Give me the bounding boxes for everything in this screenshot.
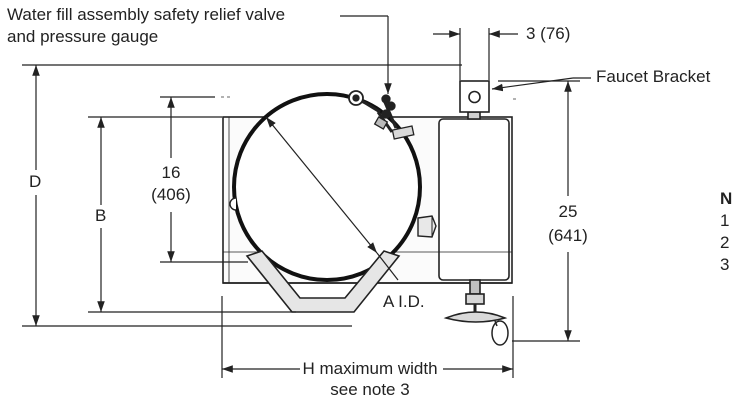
width-label-line-1: H maximum width bbox=[302, 359, 438, 378]
overall-height-mm-label: (641) bbox=[548, 226, 588, 245]
drawing-marks bbox=[221, 96, 516, 100]
dimension-b-label: B bbox=[95, 206, 107, 225]
notes-heading: N bbox=[720, 189, 732, 208]
dimension-lines bbox=[22, 15, 591, 378]
width-label-line-2: see note 3 bbox=[330, 380, 410, 399]
faucet-bracket-label: Faucet Bracket bbox=[596, 67, 711, 86]
valve-callout-line-1: Water fill assembly safety relief valve bbox=[7, 5, 286, 24]
dimension-d-label: D bbox=[29, 172, 42, 191]
inner-height-label: 16 bbox=[161, 163, 181, 182]
bracket-offset-label: 3 (76) bbox=[526, 24, 571, 43]
inner-diameter-label: A I.D. bbox=[383, 292, 425, 311]
overall-height-label: 25 bbox=[558, 202, 578, 221]
note-item-1: 1 bbox=[720, 211, 730, 230]
valve-callout-line-2: and pressure gauge bbox=[7, 27, 159, 46]
note-item-3: 3 bbox=[720, 255, 730, 274]
faucet-handle bbox=[443, 311, 509, 346]
right-cylinder-column bbox=[438, 111, 510, 316]
inner-height-mm-label: (406) bbox=[151, 185, 191, 204]
note-item-2: 2 bbox=[720, 233, 730, 252]
water-fill-valve-assembly bbox=[348, 90, 415, 140]
faucet-bracket-shape bbox=[459, 80, 490, 113]
